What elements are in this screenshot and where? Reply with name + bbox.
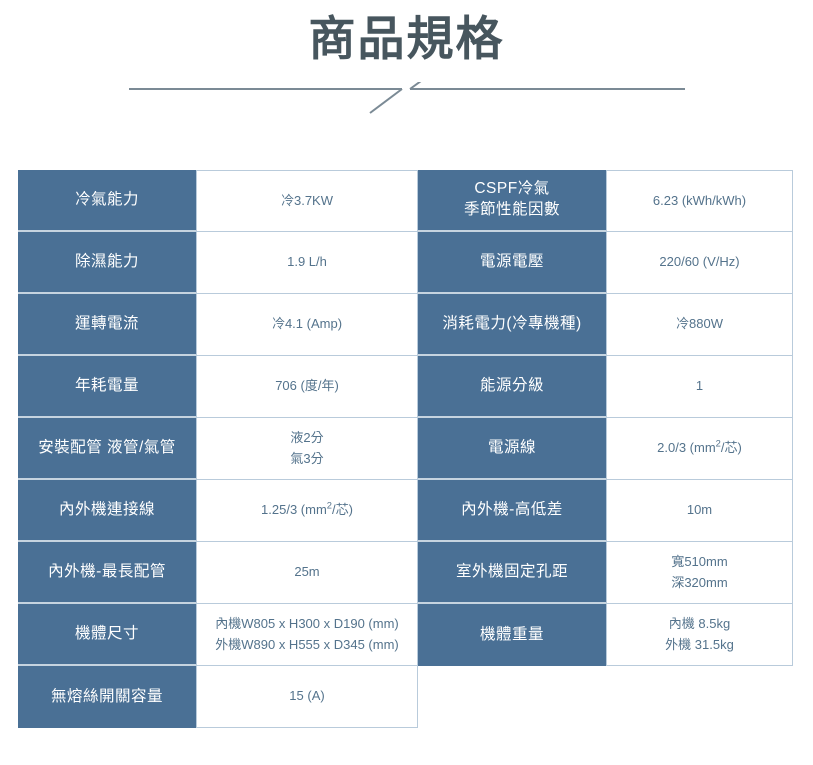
table-row: 機體尺寸 內機W805 x H300 x D190 (mm) 外機W890 x H5… [18,604,793,666]
spec-label-left: 內外機連接線 [18,480,196,542]
spec-value-right: 2.0/3 (mm2/芯) [606,418,793,480]
value-line: 內機 8.5kg [668,616,731,632]
page-title: 商品規格 [308,12,505,65]
spec-value-right: 1 [606,356,793,418]
value-line: 氣3分 [290,450,324,466]
value-line: 寬510mm [671,554,728,570]
spec-value-right: 內機 8.5kg 外機 31.5kg [606,604,793,666]
spec-value-left: 液2分氣3分 [196,418,418,480]
spec-table-container: 冷氣能力 冷3.7KW CSPF冷氣季節性能因數 6.23 (kWh/kWh) 除濕能力… [18,170,793,728]
spec-label-right: 室外機固定孔距 [418,542,606,604]
spec-label-left: 內外機-最長配管 [18,542,196,604]
value-line: 1.25/3 (mm2/芯) [261,501,353,518]
spec-value-right: 220/60 (V/Hz) [606,232,793,294]
spec-value-left: 冷3.7KW [196,170,418,232]
value-line: 內機W805 x H300 x D190 (mm) [215,616,399,632]
spec-value-left: 706 (度/年) [196,356,418,418]
spec-value-left: 內機W805 x H300 x D190 (mm) 外機W890 x H555 x… [196,604,418,666]
spec-value-left: 1.9 L/h [196,232,418,294]
value-line: 10m [686,502,713,518]
spec-value-right: 寬510mm 深320mm [606,542,793,604]
table-row: 冷氣能力 冷3.7KW CSPF冷氣季節性能因數 6.23 (kWh/kWh) [18,170,793,232]
value-line: 外機 31.5kg [665,636,734,652]
value-line: 液2分 [290,430,324,446]
table-row: 運轉電流 冷4.1 (Amp) 消耗電力(冷專機種) 冷880W [18,294,793,356]
value-line: 2.0/3 (mm2/芯) [657,439,742,456]
spec-value-right: 冷880W [606,294,793,356]
value-line: 冷4.1 (Amp) [271,316,343,332]
spec-value-right: 10m [606,480,793,542]
spec-value-right-empty [606,666,793,728]
spec-label-right: 電源線 [418,418,606,480]
value-line: 1.9 L/h [287,254,327,270]
spec-value-left: 25m [196,542,418,604]
spec-label-right: 機體重量 [418,604,606,666]
page-header: 商品規格 [0,0,813,66]
spec-value-left: 冷4.1 (Amp) [196,294,418,356]
spec-label-left: 安裝配管 液管/氣管 [18,418,196,480]
spec-label-right: 內外機-高低差 [418,480,606,542]
spec-label-left: 冷氣能力 [18,170,196,232]
spec-label-right: 消耗電力(冷專機種) [418,294,606,356]
value-line: 25m [294,564,320,580]
title-divider [0,82,813,122]
spec-label-right-empty [418,666,606,728]
spec-label-right: 能源分級 [418,356,606,418]
spec-label-right: CSPF冷氣季節性能因數 [418,170,606,232]
product-spec-table: 冷氣能力 冷3.7KW CSPF冷氣季節性能因數 6.23 (kWh/kWh) 除濕能力… [18,170,793,728]
value-line: 706 (度/年) [275,378,339,394]
table-row: 無熔絲開關容量 15 (A) [18,666,793,728]
spec-label-left: 除濕能力 [18,232,196,294]
spec-label-left: 運轉電流 [18,294,196,356]
value-line: 深320mm [671,574,728,590]
spec-label-left: 機體尺寸 [18,604,196,666]
value-line: 15 (A) [289,688,325,704]
table-row: 內外機連接線 1.25/3 (mm2/芯) 內外機-高低差 10m [18,480,793,542]
slash-divider-icon [128,82,685,114]
value-line: 220/60 (V/Hz) [659,254,740,270]
value-line: 冷880W [676,316,723,332]
spec-value-right: 6.23 (kWh/kWh) [606,170,793,232]
value-line: 6.23 (kWh/kWh) [652,192,747,208]
table-row: 內外機-最長配管 25m 室外機固定孔距 寬510mm 深320mm [18,542,793,604]
value-line: 1 [695,378,704,394]
spec-label-left: 無熔絲開關容量 [18,666,196,728]
value-line: 外機W890 x H555 x D345 (mm) [215,636,399,652]
table-row: 除濕能力 1.9 L/h 電源電壓 220/60 (V/Hz) [18,232,793,294]
table-row: 年耗電量 706 (度/年) 能源分級 1 [18,356,793,418]
spec-table-body: 冷氣能力 冷3.7KW CSPF冷氣季節性能因數 6.23 (kWh/kWh) 除濕能力… [18,170,793,728]
spec-value-left: 1.25/3 (mm2/芯) [196,480,418,542]
value-line: 冷3.7KW [280,192,333,208]
spec-label-left: 年耗電量 [18,356,196,418]
spec-label-right: 電源電壓 [418,232,606,294]
spec-value-left: 15 (A) [196,666,418,728]
